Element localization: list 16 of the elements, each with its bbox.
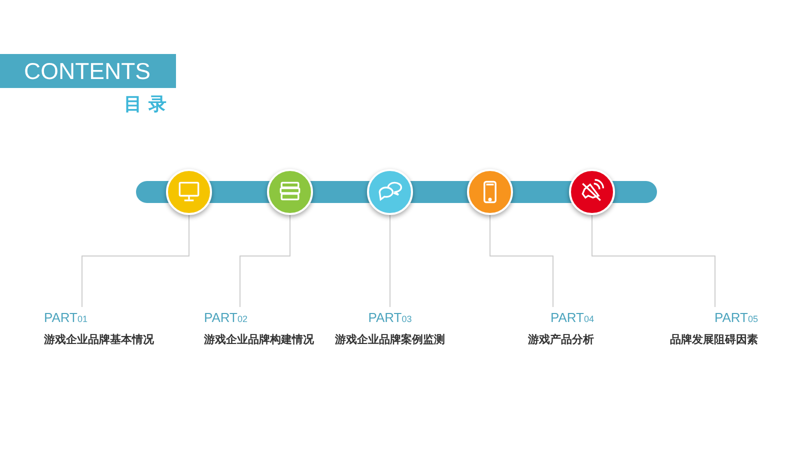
- title-band: CONTENTS: [0, 54, 176, 88]
- leader-line: [240, 214, 290, 308]
- icon-circle: [166, 169, 212, 215]
- icon-circle: [467, 169, 513, 215]
- section-title: 游戏产品分析: [528, 333, 594, 347]
- icon-circle: [267, 169, 313, 215]
- icon-circle: [367, 169, 413, 215]
- heading: 目 录: [124, 94, 166, 116]
- section-title: 游戏企业品牌案例监测: [335, 333, 445, 347]
- section-title: 品牌发展阻碍因素: [670, 333, 758, 347]
- section-title: 游戏企业品牌基本情况: [44, 333, 154, 347]
- leader-line: [82, 214, 190, 308]
- icon-circle: [569, 169, 615, 215]
- leader-line: [490, 214, 554, 308]
- leader-line: [592, 214, 716, 308]
- section-title: 游戏企业品牌构建情况: [204, 333, 314, 347]
